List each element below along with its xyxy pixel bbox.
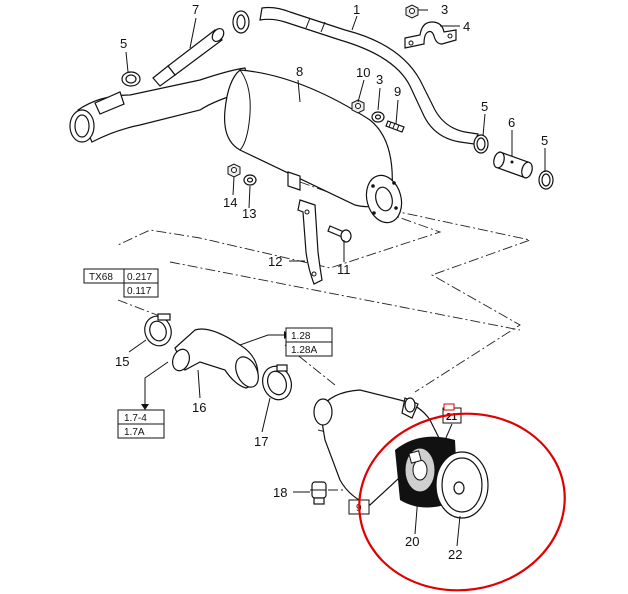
muffler-8 (69, 67, 403, 224)
callout-11: 11 (337, 262, 351, 277)
callout-1: 1 (353, 2, 360, 17)
callout-22: 22 (448, 547, 462, 562)
clamp-15 (144, 313, 172, 347)
highlight-circle (358, 412, 566, 592)
bolt-11 (327, 225, 352, 243)
fitting-18 (311, 481, 327, 505)
tx68-label: TX68 (89, 272, 113, 283)
tx68-row2: 0.117 (127, 286, 152, 297)
hose-16 (171, 328, 259, 389)
clamp-icon (232, 10, 250, 34)
ref-1-28: 1.28 (291, 331, 311, 342)
callout-8: 8 (296, 64, 303, 79)
callout-3-mid: 3 (376, 72, 383, 87)
washer-3 (371, 111, 385, 123)
washer-13 (243, 174, 257, 186)
callout-5-right: 5 (541, 133, 548, 148)
bracket-4 (404, 21, 457, 49)
tx68-row1: 0.217 (127, 272, 152, 283)
pipe-7 (152, 27, 225, 87)
callout-6: 6 (508, 115, 515, 130)
callout-5-mid: 5 (481, 99, 488, 114)
ref-1-28A: 1.28A (291, 345, 317, 356)
callout-20: 20 (405, 534, 419, 549)
callout-17: 17 (254, 434, 268, 449)
callout-21: 21 (446, 412, 458, 423)
ref-table-1-28: 1.28 1.28A (285, 327, 333, 357)
callout-numbers: 7 1 3 4 5 8 10 3 9 5 6 5 14 13 12 11 15 … (115, 2, 548, 562)
callout-18: 18 (273, 485, 287, 500)
ref-1-7-4: 1.7-4 (124, 413, 147, 424)
callout-5-left: 5 (120, 36, 127, 51)
clamp-5-right (538, 170, 554, 190)
clamp-5-mid (473, 134, 489, 154)
washer-3-top (405, 4, 419, 19)
callout-9: 9 (394, 84, 401, 99)
callout-3-top: 3 (441, 2, 448, 17)
callout-16: 16 (192, 400, 206, 415)
leader-lines (125, 9, 546, 547)
ref-table-tx68: TX68 0.217 0.117 (83, 268, 159, 298)
sleeve-6 (493, 151, 533, 179)
bracket-12 (297, 199, 323, 285)
clamp-5-left (121, 71, 141, 87)
clamp-17 (262, 364, 292, 401)
air-filter-housing (313, 389, 489, 519)
callout-12: 12 (268, 254, 282, 269)
ref-1-7A: 1.7A (124, 427, 145, 438)
callout-10: 10 (356, 65, 370, 80)
callout-4: 4 (463, 19, 470, 34)
callout-7: 7 (192, 2, 199, 17)
stud-9 (385, 120, 405, 133)
callout-15: 15 (115, 354, 129, 369)
ref-table-1-7: 1.7-4 1.7A (117, 409, 165, 439)
nut-14 (227, 163, 241, 178)
callout-14: 14 (223, 195, 237, 210)
callout-13: 13 (242, 206, 256, 221)
nut-10 (351, 99, 365, 114)
